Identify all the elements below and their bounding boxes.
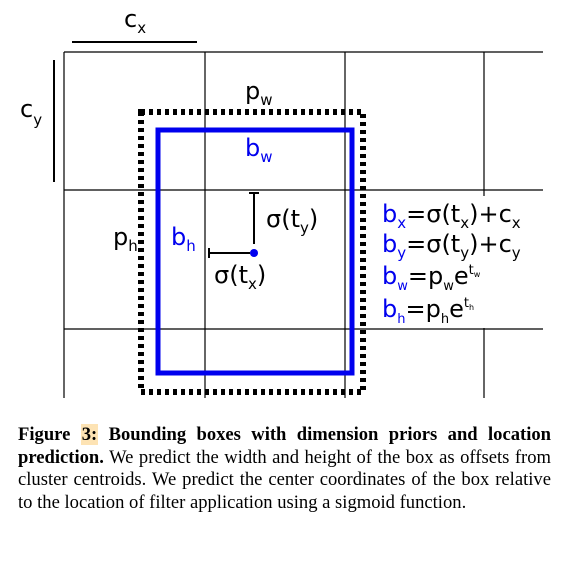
equation-bh: bh=pheth	[382, 295, 474, 327]
sigma-tx-post: )	[257, 261, 266, 289]
bw-label: bw	[245, 134, 273, 166]
eq-bx-t-sub: x	[460, 214, 469, 232]
eq-by-lhs: b	[382, 230, 397, 258]
cx-label: cx	[124, 5, 146, 37]
pw-label: pw	[245, 77, 273, 109]
eq-bx-tail-sub: x	[512, 214, 521, 232]
bh-label-base: b	[171, 223, 186, 251]
cy-label: cy	[20, 95, 42, 129]
sigma-tx-sub: x	[248, 275, 257, 293]
pw-label-sub: w	[260, 91, 272, 109]
eq-bx-eq: =σ(t	[406, 200, 460, 228]
sigma-ty-pre: σ(t	[266, 205, 300, 233]
eq-bw-eq: =p	[408, 262, 443, 290]
eq-bx-tail: )+c	[469, 200, 512, 228]
eq-bh-eq: =p	[405, 295, 440, 323]
eq-bw-p-sub: w	[443, 279, 454, 294]
eq-bw-t-sup-sub: w	[474, 270, 481, 279]
sigma-ty-sub: y	[300, 219, 309, 237]
eq-bh-t-sup: t	[464, 296, 469, 311]
bw-label-base: b	[245, 134, 260, 162]
caption-body: We predict the width and height of the b…	[18, 446, 551, 513]
figure-caption: Figure 3: Bounding boxes with dimension …	[18, 424, 551, 514]
bounding-box-diagram: cx cy pw ph bw bh	[20, 5, 544, 398]
eq-bh-lhs: b	[382, 295, 397, 323]
eq-bh-t-sup-sub: h	[469, 303, 474, 312]
eq-bh-p-sub: h	[441, 312, 449, 327]
eq-bx-lhs: b	[382, 200, 397, 228]
sigma-ty-post: )	[309, 205, 318, 233]
eq-bw-lhs: b	[382, 262, 397, 290]
eq-bw-t-sup: t	[469, 263, 474, 278]
equation-bw: bw=pwetw	[382, 262, 481, 294]
equation-bx: bx=σ(tx)+cx	[382, 200, 521, 232]
prior-box-dotted	[138, 109, 366, 395]
caption-title: Bounding boxes with dimension priors and…	[18, 424, 551, 468]
sigma-tx-pre: σ(t	[214, 261, 248, 289]
eq-by-tail: )+c	[469, 230, 512, 258]
eq-by-tail-sub: y	[512, 244, 521, 262]
cx-label-sub: x	[137, 19, 146, 37]
bh-label-sub: h	[186, 237, 196, 255]
equations-backdrop	[374, 196, 544, 328]
eq-bx-lhs-sub: x	[397, 214, 406, 232]
cx-label-base: c	[124, 5, 137, 33]
eq-by-eq: =σ(t	[406, 230, 460, 258]
bw-label-sub: w	[260, 148, 272, 166]
cy-label-base: c	[20, 95, 33, 123]
sigma-tx-label: σ(tx)	[214, 261, 266, 293]
caption-label: Figure	[18, 424, 71, 445]
bh-label: bh	[171, 223, 196, 255]
sigma-ty-label: σ(ty)	[266, 205, 318, 237]
eq-by-t-sub: y	[460, 244, 469, 262]
eq-bw-lhs-sub: w	[397, 279, 408, 294]
cy-label-sub: y	[33, 111, 42, 129]
ph-label-sub: h	[128, 237, 138, 255]
ph-label: ph	[113, 223, 138, 255]
caption-number: 3:	[80, 424, 99, 445]
ph-label-base: p	[113, 223, 128, 251]
pw-label-base: p	[245, 77, 260, 105]
center-point	[250, 249, 258, 257]
eq-bh-e: e	[449, 295, 464, 323]
predicted-box	[155, 127, 355, 376]
eq-bh-lhs-sub: h	[397, 312, 405, 327]
eq-by-lhs-sub: y	[397, 244, 406, 262]
eq-bw-e: e	[454, 262, 469, 290]
equation-by: by=σ(ty)+cy	[382, 230, 521, 262]
